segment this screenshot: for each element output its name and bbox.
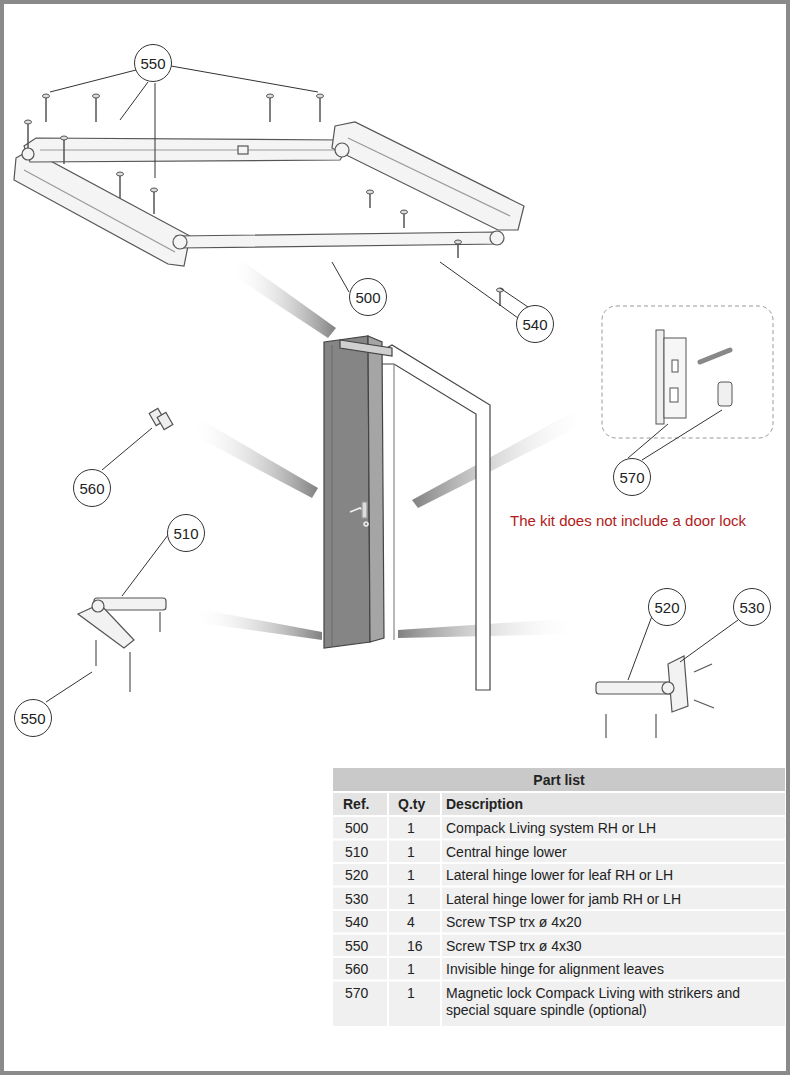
callout-circle: 520 (648, 588, 686, 626)
callout-circle: 530 (733, 588, 771, 626)
callout-number: 540 (522, 316, 547, 333)
screw (403, 214, 405, 228)
table-cell: 550 (345, 938, 368, 955)
door (324, 336, 490, 690)
callout-number: 550 (140, 55, 165, 72)
screw (153, 192, 155, 214)
screw (369, 194, 371, 208)
table-cell: 16 (407, 938, 423, 955)
callout-circle: 540 (516, 305, 554, 343)
table-cell: 560 (345, 961, 368, 978)
table-cell: 1 (407, 844, 415, 861)
callout-circle: 510 (167, 514, 205, 552)
screw-head (317, 94, 324, 98)
callout-circle: 550 (14, 699, 52, 737)
screw-head (117, 172, 124, 176)
screw (457, 244, 459, 258)
table-cell: Invisible hinge for alignment leaves (446, 961, 780, 978)
table-cell: Q.ty (398, 796, 425, 813)
screw (269, 98, 271, 122)
note-text: The kit does not include a door lock (510, 512, 746, 529)
pointer-wedge (188, 262, 592, 640)
callout-number: 550 (20, 710, 45, 727)
table-cell: 1 (407, 891, 415, 908)
callout-circle: 560 (73, 469, 111, 507)
table-cell: Screw TSP trx ø 4x20 (446, 914, 780, 931)
table-cell: Lateral hinge lower for leaf RH or LH (446, 867, 780, 884)
screw (27, 124, 29, 148)
central-hinge (78, 598, 166, 692)
table-cell: 520 (345, 867, 368, 884)
table-cell: Magnetic lock Compack Living with strike… (446, 985, 780, 1019)
table-cell: 4 (407, 914, 415, 931)
callout-circle: 500 (349, 278, 387, 316)
mechanism (14, 122, 524, 266)
lock-inset (602, 306, 773, 438)
screw (63, 140, 65, 164)
table-cell: Description (446, 796, 523, 813)
screw-head (43, 94, 50, 98)
screw-head (93, 94, 100, 98)
screw (119, 176, 121, 198)
table-cell: 1 (407, 820, 415, 837)
screw (319, 98, 321, 122)
callout-number: 570 (619, 469, 644, 486)
screw (95, 98, 97, 122)
alignment-hinge (149, 408, 173, 429)
table-cell: 500 (345, 820, 368, 837)
screw (499, 292, 501, 306)
leader-line (46, 66, 738, 702)
screw-head (25, 120, 32, 124)
part-table (333, 768, 785, 1026)
table-cell: Screw TSP trx ø 4x30 (446, 938, 780, 955)
table-cell: 540 (345, 914, 368, 931)
table-cell: 1 (407, 961, 415, 978)
table-cell: 530 (345, 891, 368, 908)
table-cell: 510 (345, 844, 368, 861)
table-cell: Lateral hinge lower for jamb RH or LH (446, 891, 780, 908)
table-cell: Compack Living system RH or LH (446, 820, 780, 837)
callout-number: 520 (654, 599, 679, 616)
table-cell: 1 (407, 985, 415, 1002)
table-cell: 570 (345, 985, 368, 1002)
callout-number: 530 (739, 599, 764, 616)
callout-number: 510 (173, 525, 198, 542)
screw-head (267, 94, 274, 98)
screws (25, 94, 504, 306)
screw-head (367, 190, 374, 194)
screw-head (61, 136, 68, 140)
callout-number: 500 (355, 289, 380, 306)
callout-circle: 570 (613, 458, 651, 496)
screw-head (455, 240, 462, 244)
table-cell: Central hinge lower (446, 844, 780, 861)
callout-number: 560 (79, 480, 104, 497)
screw-head (151, 188, 158, 192)
table-cell: 1 (407, 867, 415, 884)
screw (45, 98, 47, 122)
callout-circle: 550 (134, 44, 172, 82)
table-cell: Part list (333, 772, 785, 789)
lateral-hinge (596, 656, 714, 738)
table-cell: Ref. (343, 796, 369, 813)
screw-head (401, 210, 408, 214)
